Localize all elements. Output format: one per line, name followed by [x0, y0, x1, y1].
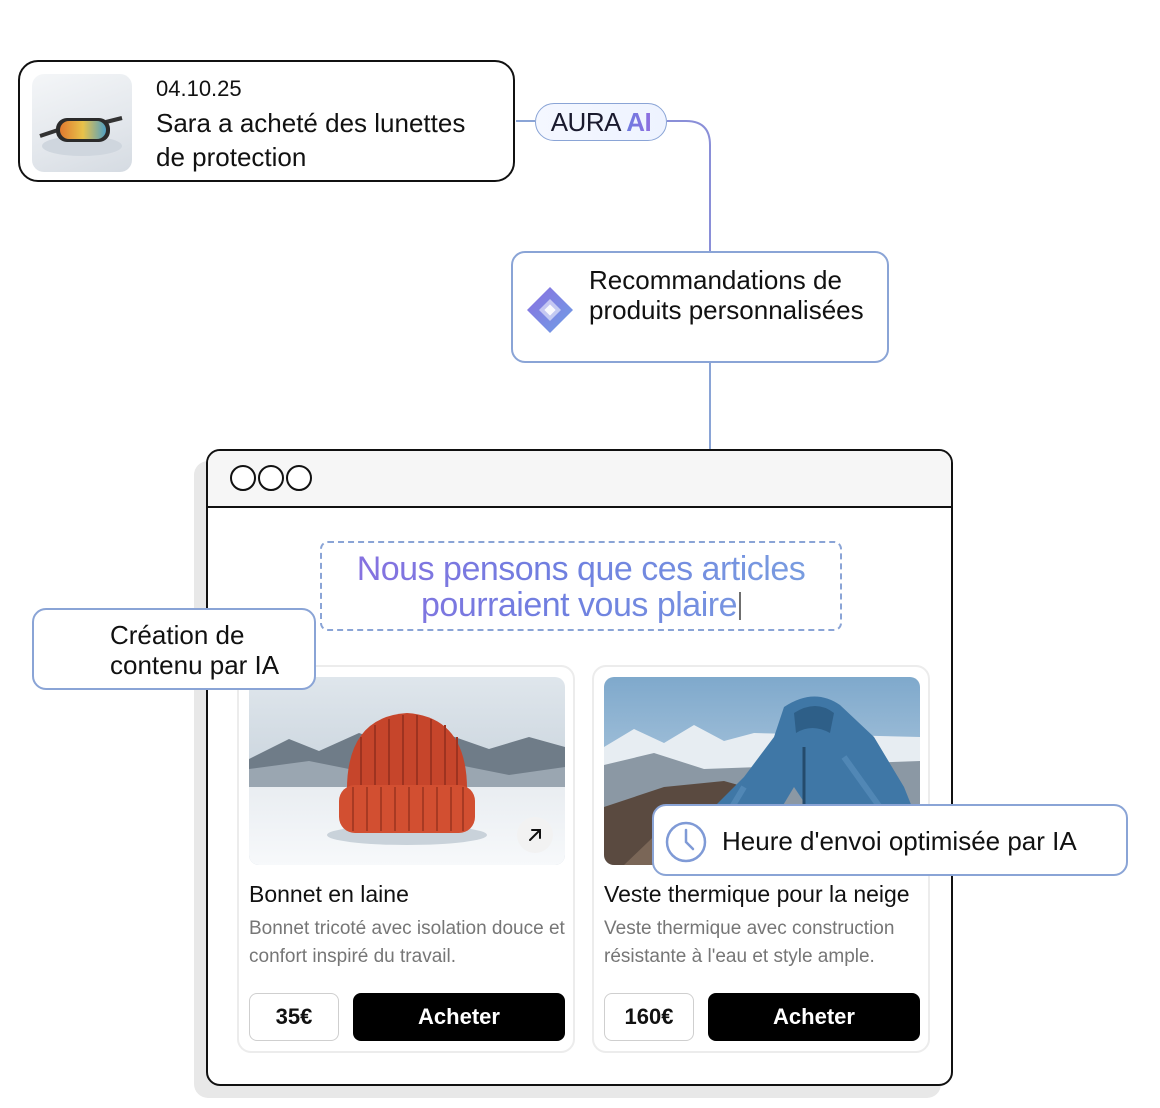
recommendation-card: Recommandations de produits personnalisé… [511, 251, 889, 363]
buy-button[interactable]: Acheter [353, 993, 565, 1041]
product-description: Veste thermique avec construction résist… [604, 918, 895, 967]
recommendation-label: Recommandations de produits personnalisé… [589, 265, 864, 325]
headline-editable-box[interactable]: Nous pensons que ces articles pourraient… [320, 541, 842, 631]
browser-window: Nous pensons que ces articles pourraient… [206, 449, 953, 1086]
open-product-button[interactable] [517, 817, 553, 853]
send-time-label: Heure d'envoi optimisée par IA [722, 826, 1077, 856]
window-dot[interactable] [258, 465, 284, 491]
headline: Nous pensons que ces articles pourraient… [322, 551, 840, 623]
red-beanie-image [249, 677, 565, 865]
window-dot[interactable] [230, 465, 256, 491]
diamond-icon [527, 287, 573, 333]
price-tag: 35€ [249, 993, 339, 1041]
ski-goggles-image [32, 74, 132, 172]
text-cursor-icon [738, 592, 741, 620]
product-description: Bonnet tricoté avec isolation douce et c… [249, 918, 565, 967]
clock-icon [665, 821, 707, 863]
content-creation-callout: Création de contenu par IA [32, 608, 316, 690]
aura-ai-text: AI [626, 107, 652, 137]
window-dot[interactable] [286, 465, 312, 491]
event-description: Sara a acheté des lunettes de protection [156, 108, 466, 172]
content-creation-label: Création de contenu par IA [110, 620, 280, 680]
buy-button[interactable]: Acheter [708, 993, 920, 1041]
price-tag: 160€ [604, 993, 694, 1041]
aura-ai-badge: AURA AI [535, 103, 667, 141]
text-lines-icon [50, 634, 86, 669]
purchase-event-card: 04.10.25 Sara a acheté des lunettes de p… [18, 60, 515, 182]
headline-text: Nous pensons que ces articles pourraient… [356, 550, 806, 624]
product-title: Veste thermique pour la neige [604, 881, 910, 907]
arrow-up-right-icon [529, 829, 541, 841]
browser-title-bar [208, 451, 951, 508]
event-date: 04.10.25 [156, 76, 242, 101]
product-title: Bonnet en laine [249, 881, 409, 907]
send-time-callout: Heure d'envoi optimisée par IA [652, 804, 1128, 876]
aura-brand-text: AURA [550, 107, 620, 137]
product-card-beanie: Bonnet en laine Bonnet tricoté avec isol… [237, 665, 575, 1053]
